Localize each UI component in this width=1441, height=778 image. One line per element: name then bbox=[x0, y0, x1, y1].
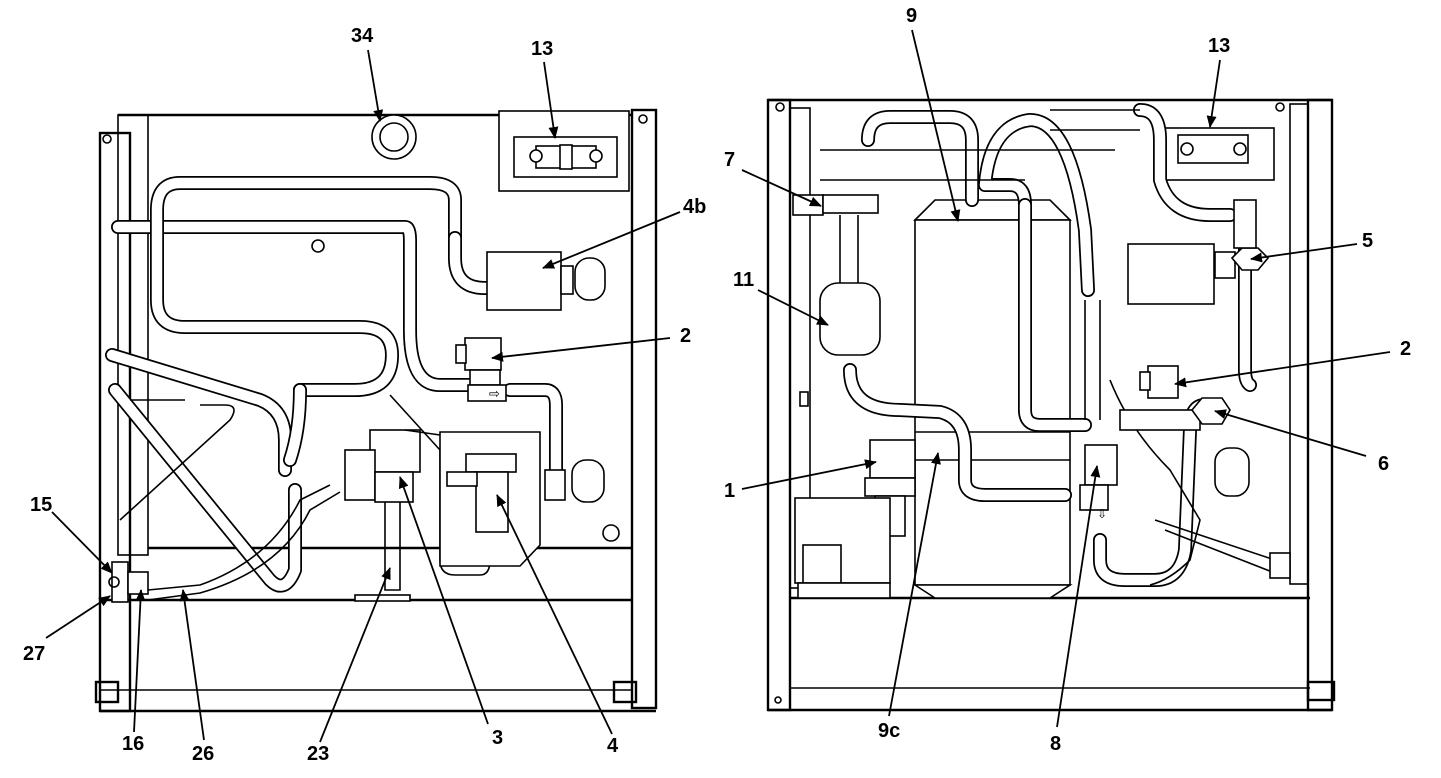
callout-9c: 9c bbox=[878, 720, 900, 742]
right-fan-motor bbox=[794, 497, 891, 599]
leader-9c bbox=[888, 452, 941, 717]
left-part-4b-coil bbox=[486, 251, 606, 311]
left-part-23-drain bbox=[354, 594, 411, 602]
flow-arrow-down-icon: ⇩ bbox=[1097, 507, 1107, 521]
right-part-6-valve bbox=[1190, 397, 1250, 497]
right-unit-view: ⇩ bbox=[766, 98, 1336, 712]
callout-23: 23 bbox=[307, 743, 329, 765]
leader-26 bbox=[179, 589, 205, 741]
callout-2-left: 2 bbox=[680, 325, 691, 347]
right-part-8-valve: ⇩ bbox=[1079, 444, 1118, 521]
callout-34: 34 bbox=[351, 25, 374, 47]
callout-4: 4 bbox=[607, 735, 619, 757]
left-part-15-16-27-fitting bbox=[108, 561, 149, 603]
leader-2-left bbox=[491, 337, 671, 362]
left-part-34-gauge bbox=[371, 114, 417, 160]
callout-8: 8 bbox=[1050, 733, 1061, 755]
callout-26: 26 bbox=[192, 743, 214, 765]
left-refrigerant-tubing bbox=[105, 176, 563, 601]
callout-labels: 34 13 4b 2 15 27 16 26 23 3 4 9 13 7 5 1… bbox=[23, 5, 1411, 765]
callout-3: 3 bbox=[492, 727, 503, 749]
leader-3 bbox=[398, 476, 489, 725]
leader-13-left bbox=[543, 61, 559, 139]
flow-arrow-icon: ⇨ bbox=[489, 386, 500, 401]
left-part-13-control-box bbox=[498, 110, 630, 192]
left-frame bbox=[94, 108, 658, 713]
callout-11: 11 bbox=[733, 269, 754, 291]
leader-1 bbox=[741, 459, 877, 490]
callout-13-left: 13 bbox=[531, 38, 553, 60]
callout-5: 5 bbox=[1362, 230, 1373, 252]
leader-13-right bbox=[1206, 59, 1221, 128]
leader-15 bbox=[51, 511, 113, 574]
right-part-9-compressor bbox=[912, 199, 1073, 599]
right-small-tab bbox=[799, 391, 809, 407]
leader-16 bbox=[133, 589, 146, 733]
right-part-7-fitting bbox=[792, 194, 879, 216]
callout-1: 1 bbox=[724, 480, 735, 502]
callout-27: 27 bbox=[23, 643, 45, 665]
callout-7: 7 bbox=[724, 149, 735, 171]
callout-15: 15 bbox=[30, 494, 52, 516]
callout-2-right: 2 bbox=[1400, 338, 1411, 360]
leader-4 bbox=[496, 494, 613, 735]
callout-4b: 4b bbox=[683, 196, 706, 218]
leader-7 bbox=[741, 169, 822, 207]
callout-leaders bbox=[45, 29, 1391, 743]
callout-16: 16 bbox=[122, 733, 144, 755]
callout-6: 6 bbox=[1378, 453, 1389, 475]
left-part-3-valve-assembly bbox=[344, 429, 441, 591]
leader-9 bbox=[911, 29, 961, 222]
callout-13-right: 13 bbox=[1208, 35, 1230, 57]
callout-9: 9 bbox=[906, 5, 917, 27]
leader-4b bbox=[542, 211, 681, 269]
right-part-11-filter-drier bbox=[819, 215, 881, 356]
leader-2-right bbox=[1174, 351, 1391, 388]
leader-5 bbox=[1250, 243, 1358, 263]
leader-27 bbox=[45, 595, 111, 639]
right-part-13-control-box bbox=[1161, 127, 1275, 181]
leader-6 bbox=[1214, 409, 1367, 457]
right-part-5-valve bbox=[1127, 199, 1270, 305]
right-refrigerant-tubing bbox=[820, 103, 1281, 587]
left-unit-view: ⇨ bbox=[94, 108, 658, 713]
leader-23 bbox=[319, 567, 391, 743]
leader-34 bbox=[367, 49, 384, 122]
right-part-2-solenoid bbox=[1119, 365, 1201, 431]
right-side-fitting bbox=[1269, 552, 1291, 579]
leader-8 bbox=[1056, 465, 1101, 728]
leader-11 bbox=[757, 289, 829, 326]
